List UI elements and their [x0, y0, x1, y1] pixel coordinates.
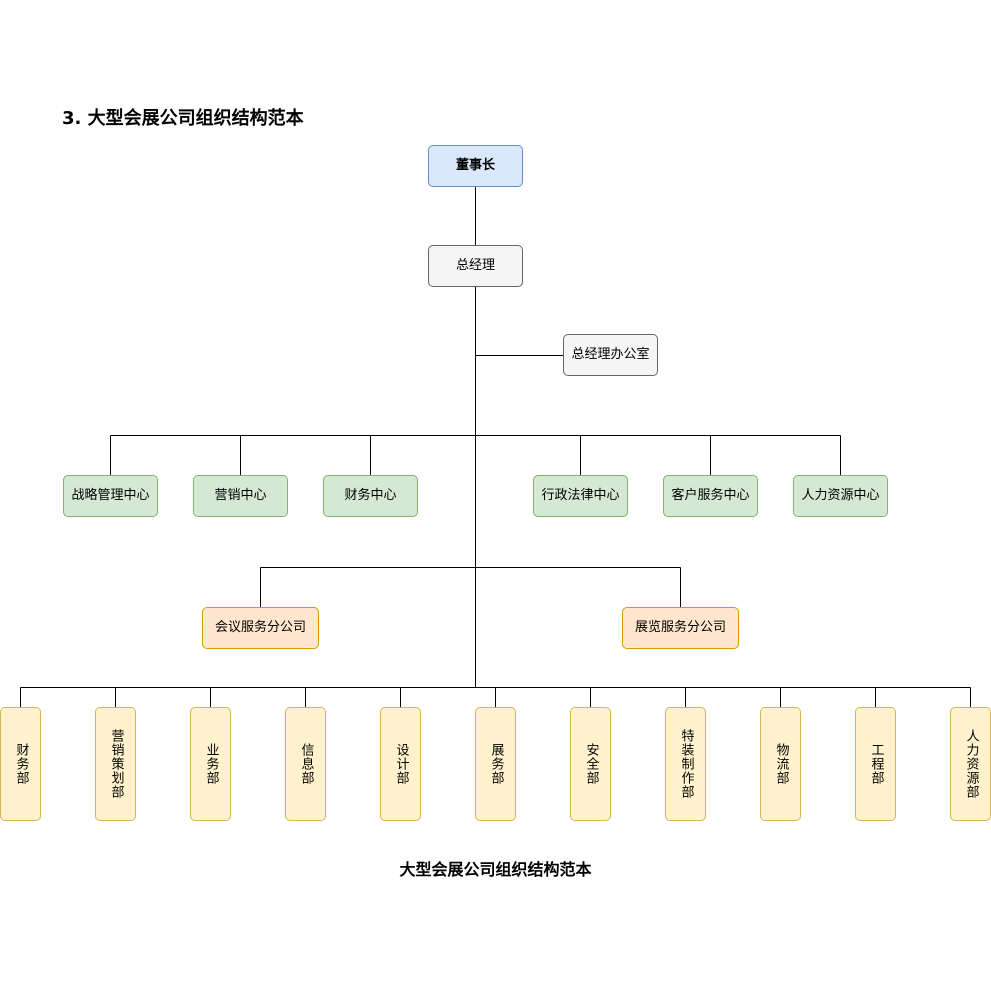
- diagram-caption: 大型会展公司组织结构范本: [399, 860, 592, 879]
- node-dept-security[interactable]: 安全部: [570, 707, 611, 821]
- node-general-manager[interactable]: 总经理: [428, 245, 523, 287]
- node-dept-logistics[interactable]: 物流部: [760, 707, 801, 821]
- node-dept-business[interactable]: 业务部: [190, 707, 231, 821]
- node-center-hr[interactable]: 人力资源中心: [793, 475, 888, 517]
- node-dept-finance[interactable]: 财务部: [0, 707, 41, 821]
- node-dept-special-fitting[interactable]: 特装制作部: [665, 707, 706, 821]
- node-chairman[interactable]: 董事长: [428, 145, 523, 187]
- node-gm-office[interactable]: 总经理办公室: [563, 334, 658, 376]
- node-subsidiary-conference[interactable]: 会议服务分公司: [202, 607, 319, 649]
- node-dept-information[interactable]: 信息部: [285, 707, 326, 821]
- node-center-finance[interactable]: 财务中心: [323, 475, 418, 517]
- node-dept-exhibition-affairs[interactable]: 展务部: [475, 707, 516, 821]
- node-center-customer-service[interactable]: 客户服务中心: [663, 475, 758, 517]
- node-center-admin-legal[interactable]: 行政法律中心: [533, 475, 628, 517]
- diagram-heading: 3. 大型会展公司组织结构范本: [62, 108, 304, 129]
- node-subsidiary-exhibition[interactable]: 展览服务分公司: [622, 607, 739, 649]
- node-dept-design[interactable]: 设计部: [380, 707, 421, 821]
- node-center-strategy[interactable]: 战略管理中心: [63, 475, 158, 517]
- node-dept-human-resources[interactable]: 人力资源部: [950, 707, 991, 821]
- node-center-marketing[interactable]: 营销中心: [193, 475, 288, 517]
- node-dept-marketing-planning[interactable]: 营销策划部: [95, 707, 136, 821]
- node-dept-engineering[interactable]: 工程部: [855, 707, 896, 821]
